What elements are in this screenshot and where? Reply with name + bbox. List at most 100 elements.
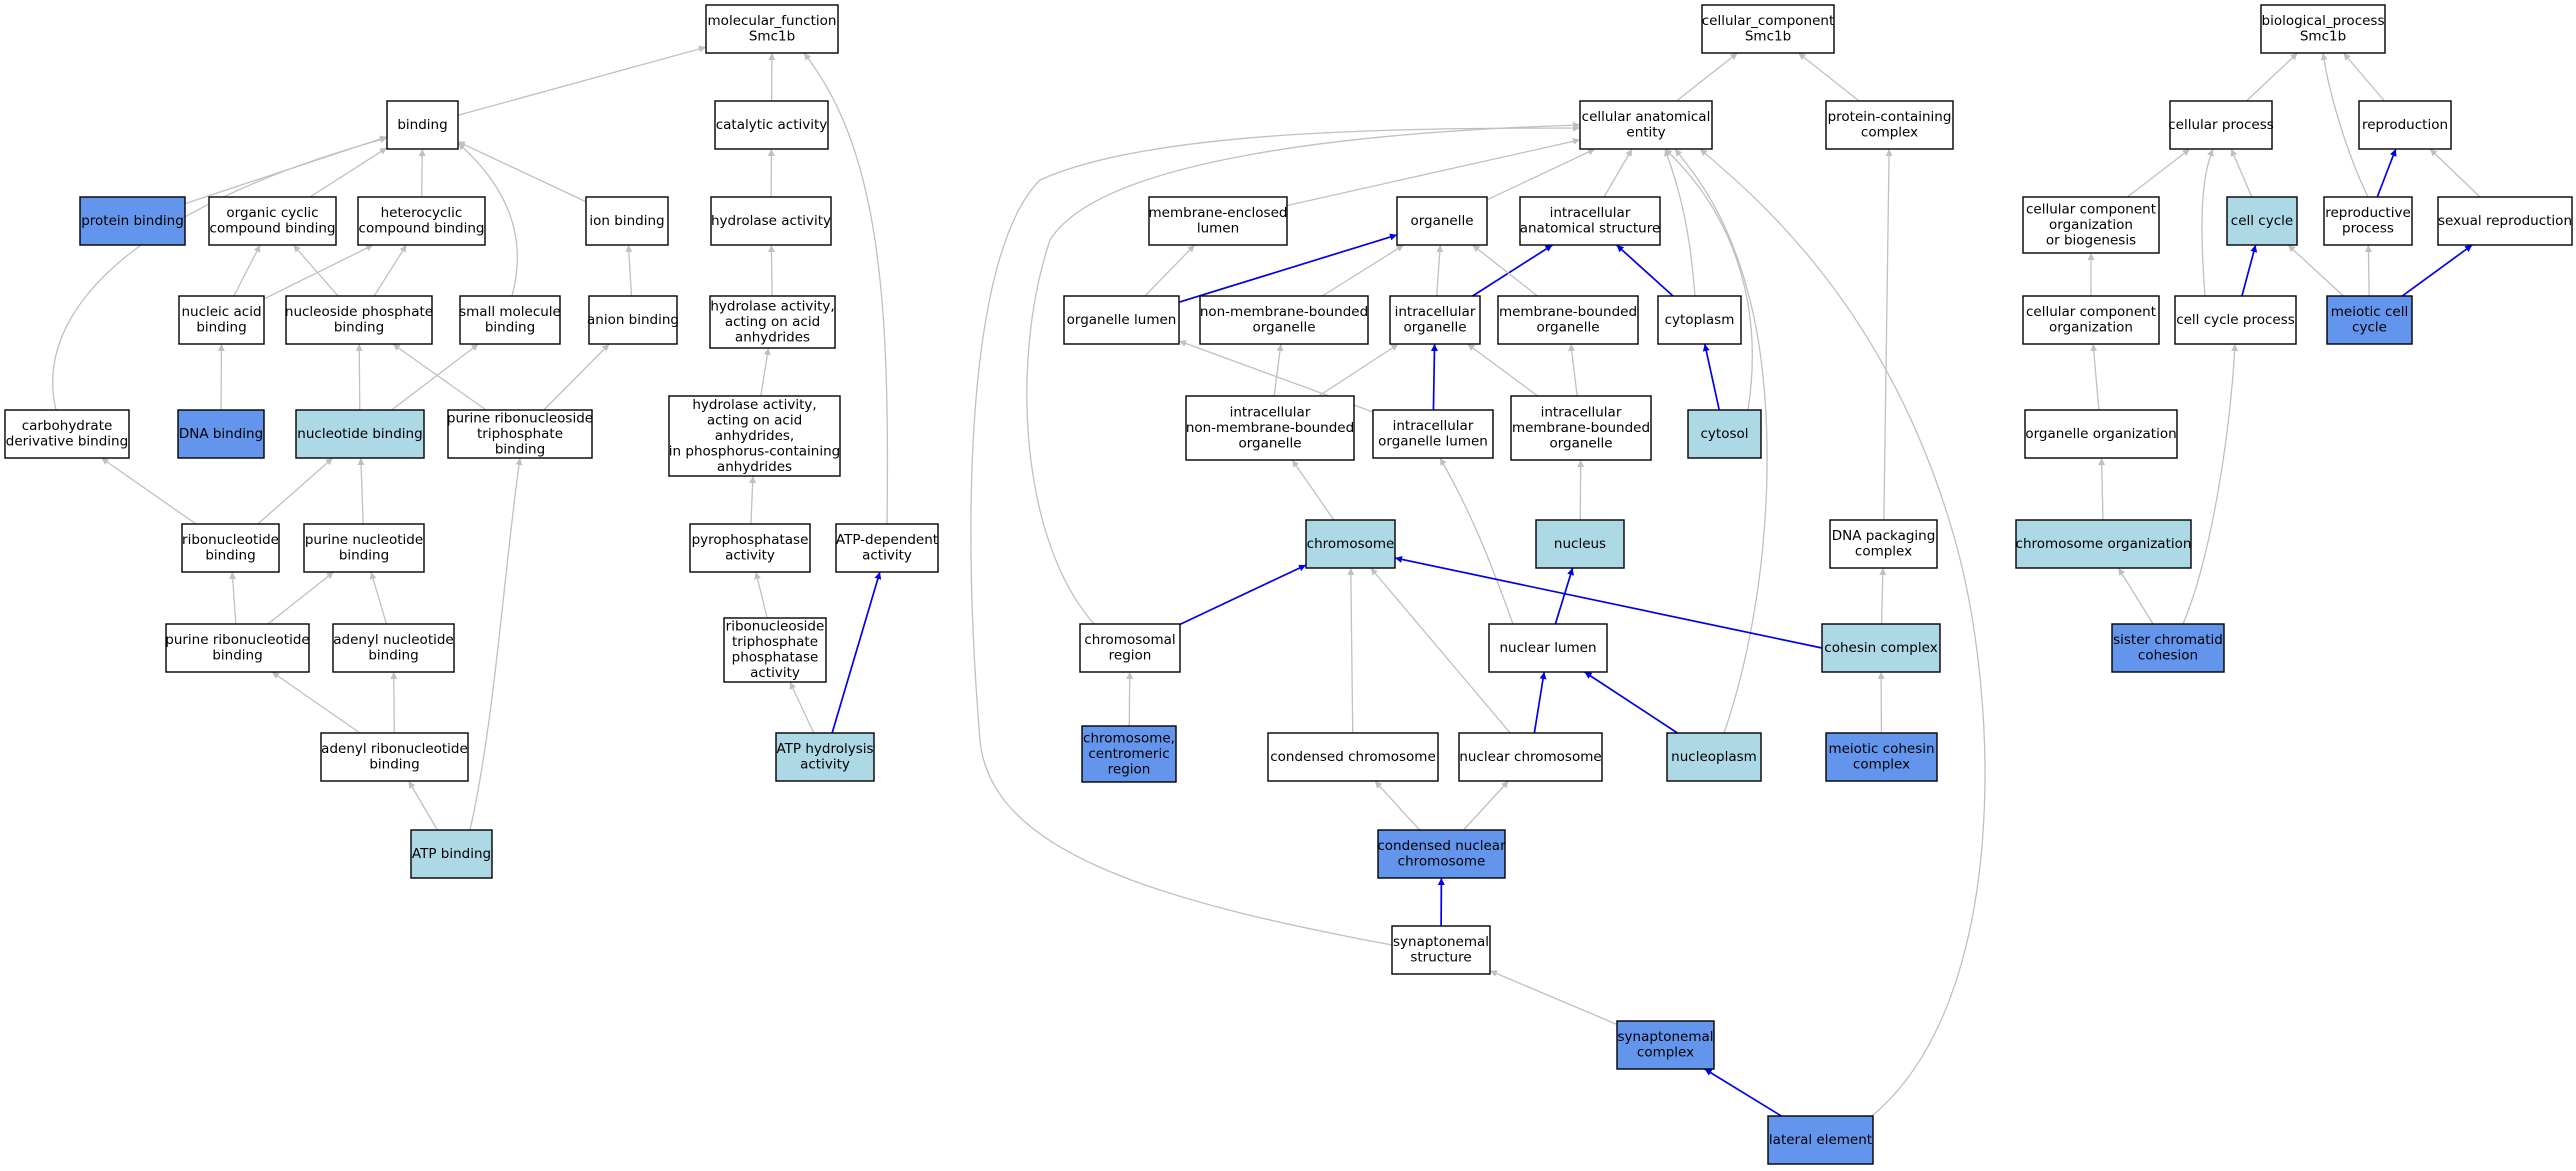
node-organelle[interactable]: organelle bbox=[1396, 196, 1488, 246]
node-box bbox=[303, 523, 425, 573]
node-cytosol[interactable]: cytosol bbox=[1687, 409, 1762, 459]
node-chromosome[interactable]: chromosome bbox=[1305, 519, 1396, 569]
node-sexual-reproduction[interactable]: sexual reproduction bbox=[2437, 196, 2573, 246]
node-cellular-process[interactable]: cellular process bbox=[2168, 100, 2274, 150]
node-organelle-lumen[interactable]: organelle lumen bbox=[1063, 295, 1180, 345]
node-box bbox=[1185, 395, 1355, 461]
node-label-line: process bbox=[2342, 221, 2394, 237]
node-cell-cycle[interactable]: cell cycle bbox=[2226, 196, 2298, 246]
node-label-line: cellular component bbox=[2026, 304, 2156, 320]
node-cytoplasm[interactable]: cytoplasm bbox=[1657, 295, 1742, 345]
node-hydrolase-acid[interactable]: hydrolase activity,acting on acidanhydri… bbox=[709, 295, 836, 349]
node-atp-binding[interactable]: ATP binding bbox=[410, 829, 493, 879]
node-chrom-org[interactable]: chromosome organization bbox=[2015, 519, 2192, 569]
node-label-line: small molecule bbox=[459, 304, 561, 320]
edge-centromeric-to-chrom-region bbox=[1126, 671, 1134, 727]
node-catalytic[interactable]: catalytic activity bbox=[714, 100, 829, 150]
node-dna-binding[interactable]: DNA binding bbox=[177, 409, 265, 459]
node-box bbox=[177, 409, 265, 459]
node-rntp-phosphatase[interactable]: ribonucleosidetriphosphatephosphataseact… bbox=[723, 617, 827, 683]
node-anion-binding[interactable]: anion binding bbox=[587, 295, 679, 345]
node-box bbox=[1081, 725, 1177, 783]
node-box bbox=[357, 196, 486, 246]
node-box bbox=[79, 196, 186, 246]
node-box bbox=[2260, 4, 2386, 54]
edge-synaptonemal-complex-to-synaptonemal-struct bbox=[1489, 970, 1618, 1026]
node-protein-binding[interactable]: protein binding bbox=[79, 196, 186, 246]
node-cohesin[interactable]: cohesin complex bbox=[1821, 623, 1941, 673]
node-label-line: condensed nuclear bbox=[1377, 838, 1506, 854]
node-nucleotide-binding[interactable]: nucleotide binding bbox=[295, 409, 425, 459]
edge-condensed-chrom-to-chromosome bbox=[1347, 567, 1355, 734]
node-lateral-element[interactable]: lateral element bbox=[1767, 1115, 1874, 1165]
node-label-line: nucleoplasm bbox=[1671, 749, 1757, 765]
node-label-line: organelle bbox=[1403, 320, 1466, 336]
node-box bbox=[585, 196, 669, 246]
node-organelle-org[interactable]: organelle organization bbox=[2024, 409, 2178, 459]
node-binding[interactable]: binding bbox=[386, 100, 459, 150]
node-hydrolase-phos[interactable]: hydrolase activity,acting on acidanhydri… bbox=[668, 395, 841, 477]
node-box bbox=[1497, 295, 1639, 345]
node-label-line: DNA packaging bbox=[1832, 528, 1936, 544]
edge-atp-hydrolysis-to-atp-dependent bbox=[831, 571, 882, 734]
node-reproduction[interactable]: reproduction bbox=[2358, 100, 2452, 150]
edge-intra-org-lumen-to-intra-organelle bbox=[1430, 343, 1438, 411]
node-intra-nmbo[interactable]: intracellularnon-membrane-boundedorganel… bbox=[1185, 395, 1355, 461]
node-label-line: binding bbox=[368, 648, 418, 664]
node-ion-binding[interactable]: ion binding bbox=[585, 196, 669, 246]
node-nuclear-lumen[interactable]: nuclear lumen bbox=[1488, 623, 1608, 673]
node-label-line: catalytic activity bbox=[716, 117, 828, 133]
node-hydrolase[interactable]: hydrolase activity bbox=[710, 196, 832, 246]
node-cell-cycle-process[interactable]: cell cycle process bbox=[2174, 295, 2297, 345]
node-box bbox=[1510, 395, 1652, 461]
node-label-line: synaptonemal bbox=[1617, 1029, 1713, 1045]
node-nucleoplasm[interactable]: nucleoplasm bbox=[1666, 732, 1762, 782]
edge-lateral-element-to-cae bbox=[1699, 148, 1986, 1117]
node-nucleus[interactable]: nucleus bbox=[1535, 519, 1625, 569]
node-nuclear-chrom[interactable]: nuclear chromosome bbox=[1458, 732, 1603, 782]
node-condensed-chrom[interactable]: condensed chromosome bbox=[1267, 732, 1439, 782]
node-box bbox=[178, 295, 265, 345]
node-label-line: nucleotide binding bbox=[297, 426, 422, 442]
